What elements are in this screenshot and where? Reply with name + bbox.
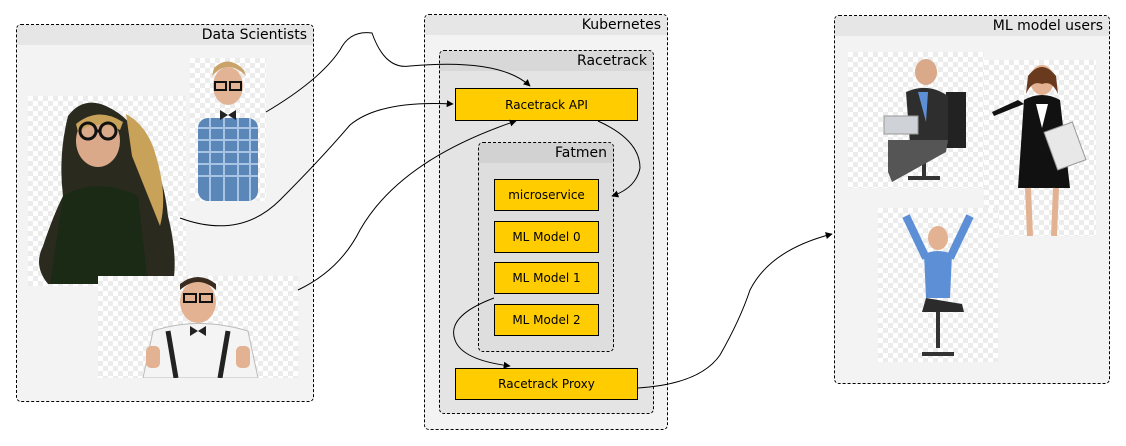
data-scientist-man-bowtie-icon [190, 58, 266, 201]
data-scientist-woman-glasses-icon [28, 96, 186, 286]
racetrack-proxy-node[interactable]: Racetrack Proxy [455, 368, 638, 400]
ml-model-2-label: ML Model 2 [512, 313, 581, 327]
group-header [17, 25, 313, 45]
business-woman-folder-icon [984, 60, 1096, 236]
fatmen-label: Fatmen [555, 145, 607, 161]
ml-model-1-node[interactable]: ML Model 1 [494, 262, 599, 294]
ml-model-2-node[interactable]: ML Model 2 [494, 304, 599, 336]
business-man-laptop-icon [848, 52, 984, 188]
ml-model-0-label: ML Model 0 [512, 230, 581, 244]
ml-model-1-label: ML Model 1 [512, 271, 581, 285]
kubernetes-label: Kubernetes [581, 17, 661, 33]
racetrack-proxy-label: Racetrack Proxy [498, 377, 595, 391]
racetrack-api-node[interactable]: Racetrack API [455, 88, 638, 121]
ml-model-users-label: ML model users [992, 18, 1103, 34]
group-header [835, 16, 1109, 36]
racetrack-api-label: Racetrack API [505, 97, 588, 112]
business-man-cheering-icon [878, 208, 998, 362]
ml-model-0-node[interactable]: ML Model 0 [494, 221, 599, 253]
data-scientist-man-suspenders-icon [98, 276, 298, 378]
racetrack-label: Racetrack [577, 53, 647, 69]
microservice-node[interactable]: microservice [494, 179, 599, 211]
data-scientists-label: Data Scientists [201, 27, 307, 43]
group-header [425, 15, 667, 35]
microservice-label: microservice [508, 188, 585, 202]
